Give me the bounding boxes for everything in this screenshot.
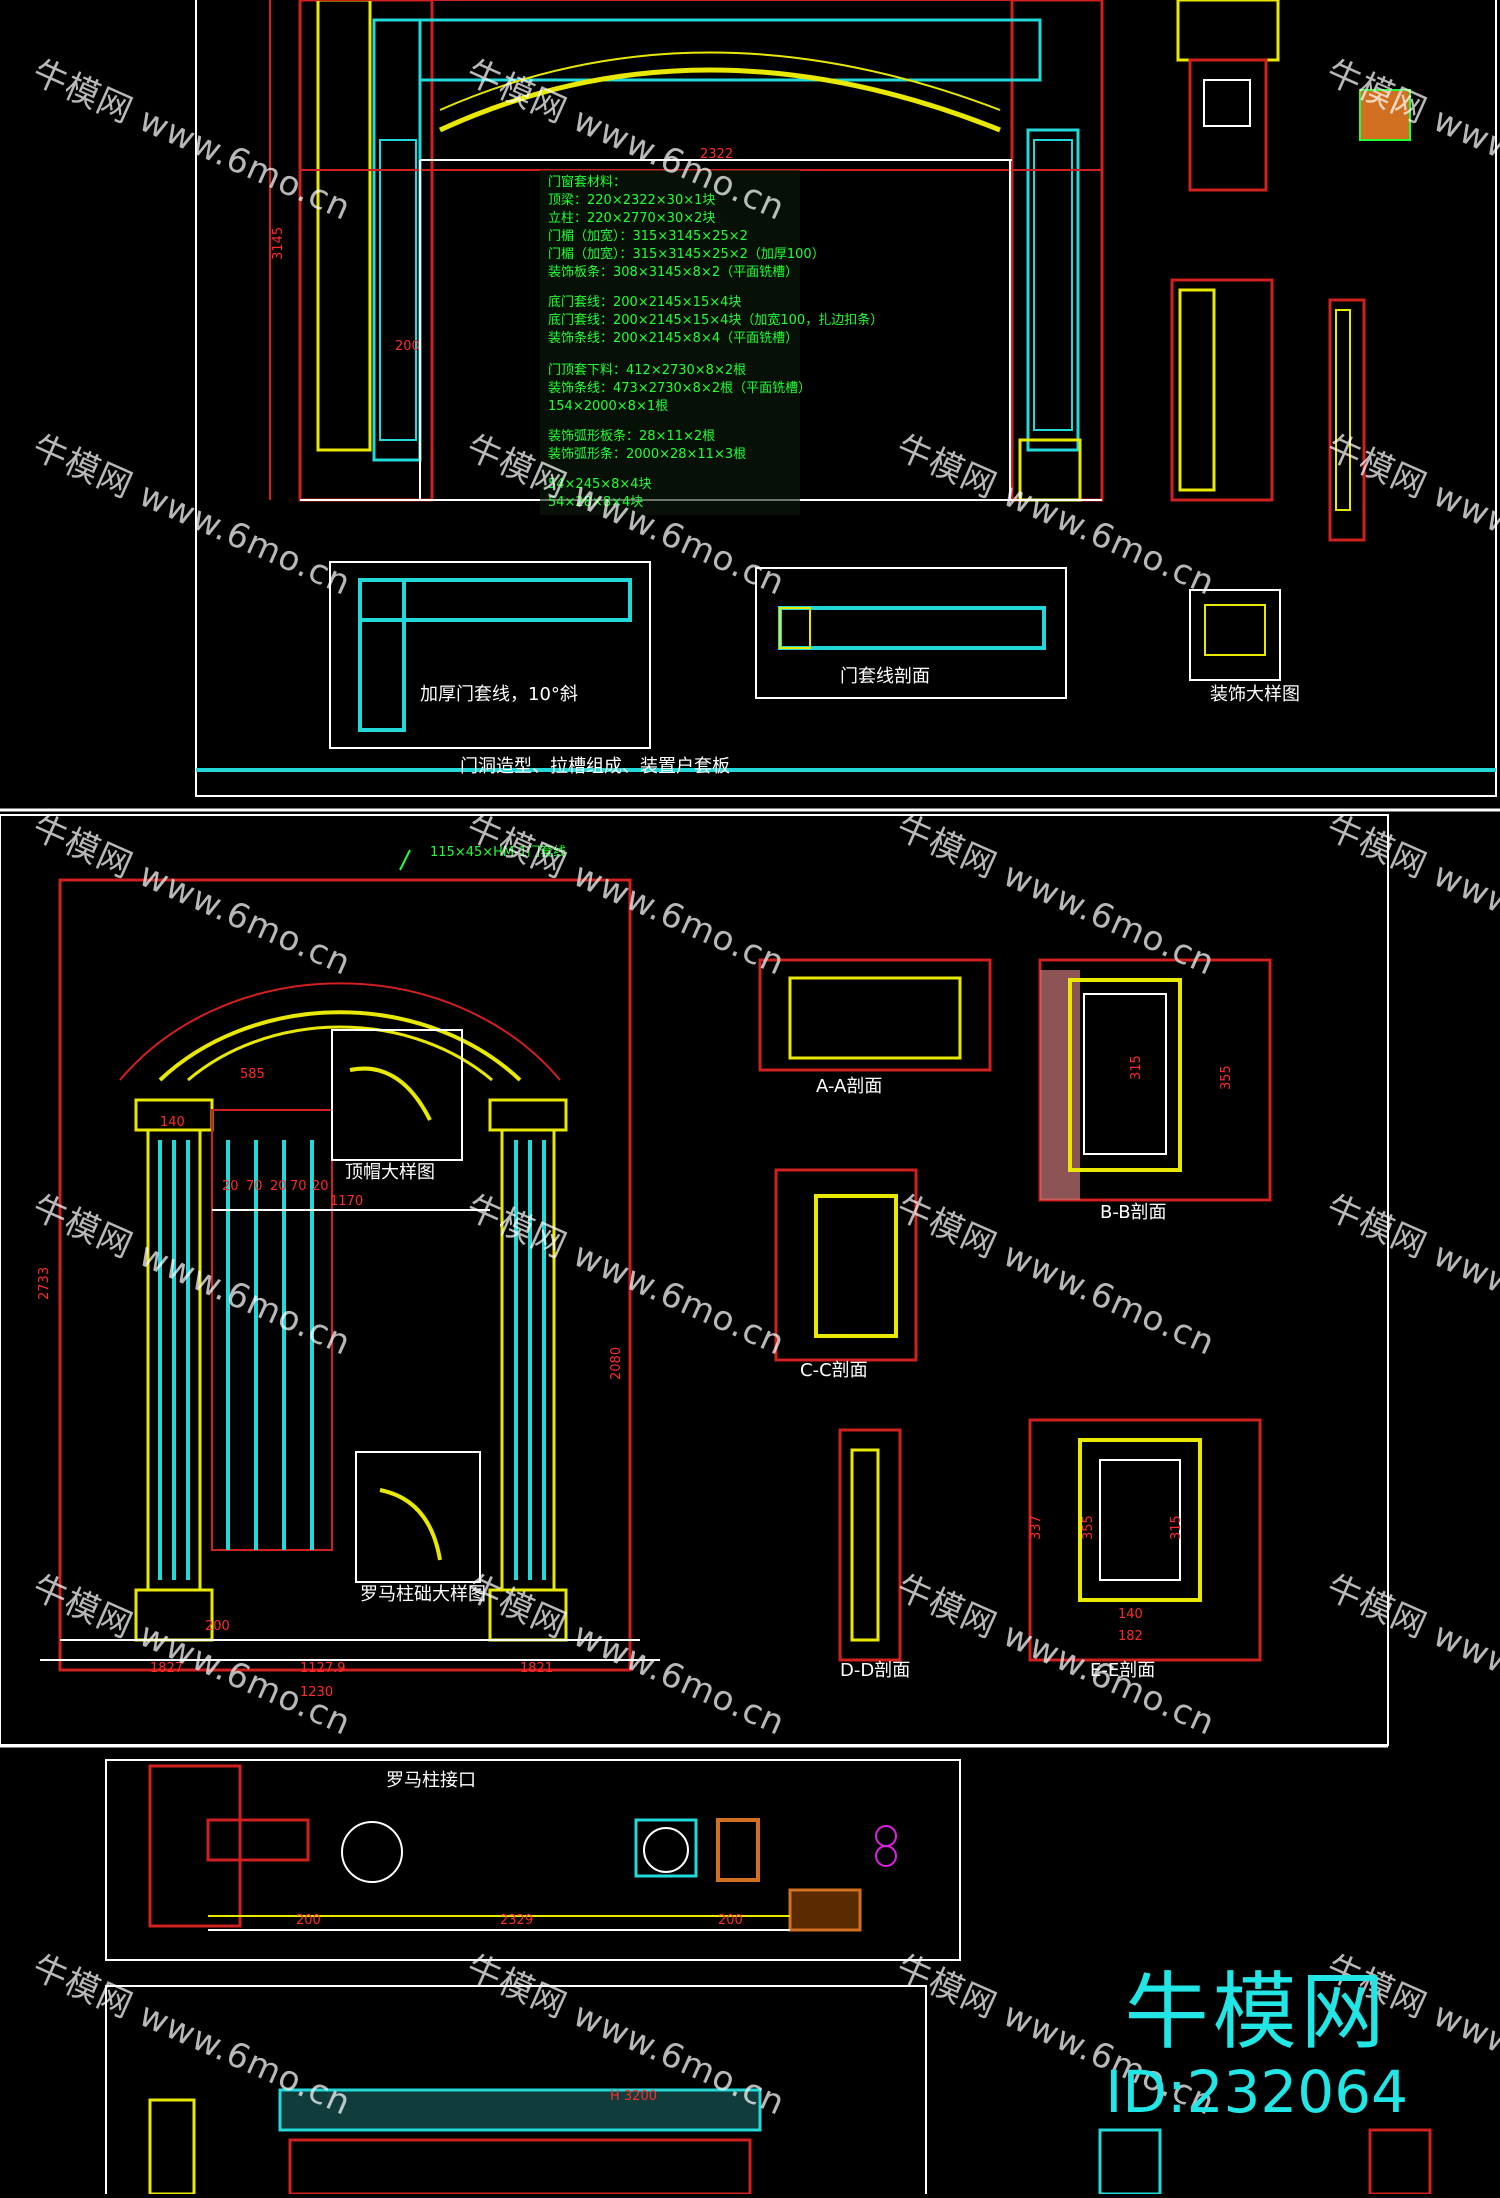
note-1-1: 顶梁：220×2322×30×1块 [548, 193, 715, 208]
dim-vertical-a: 315 [1129, 1055, 1144, 1080]
middle-sheet-border [0, 814, 1389, 1746]
small-caption: 装饰大样图 [1210, 684, 1300, 705]
dim-height-total: 2733 [37, 1267, 52, 1300]
dim-mid: 200 [395, 339, 420, 354]
dim-side-a: 1827 [150, 1661, 183, 1676]
caption-6: E-E剖面 [1090, 1660, 1155, 1681]
material-notes: 门窗套材料： 顶梁：220×2322×30×1块 立柱：220×2770×30×… [540, 170, 883, 515]
dim-height-right: 2080 [609, 1347, 624, 1380]
middle-sheet: 顶帽大样图 罗马柱础大样图 115×45×HM-1门套线 1230 1127.9… [0, 814, 1389, 1748]
top-sheet: 2322 3145 200 门窗套材料： 顶梁：220×2322×30×1块 立… [0, 0, 1500, 812]
caption-4: C-C剖面 [800, 1360, 868, 1381]
dim-side-a-lower: 200 [296, 1913, 321, 1928]
dim-flute-width: 1170 [330, 1194, 363, 1209]
note-3-1: 装饰条线：473×2730×8×2根（平面铣槽） [548, 380, 811, 396]
note-1-0: 门窗套材料： [548, 174, 626, 190]
dim-vertical-c: 337 [1029, 1515, 1044, 1540]
caption-1: 罗马柱础大样图 [360, 1584, 486, 1605]
brand-logo: 牛模网 ID:232064 [1105, 1964, 1408, 2124]
detail-caption: 加厚门套线，10°斜 [420, 684, 578, 705]
caption-3: B-B剖面 [1100, 1202, 1167, 1223]
dim-overall-width: 1230 [300, 1685, 333, 1700]
note-2-2: 装饰条线：200×2145×8×4（平面铣槽） [548, 330, 798, 346]
dim-pillar-base: 200 [205, 1619, 230, 1634]
caption-0: 顶帽大样图 [345, 1162, 435, 1183]
note-1-3: 门楣（加宽）：315×3145×25×2 [548, 228, 748, 244]
flute-seg-2: 20 [270, 1179, 287, 1194]
dim-top-width: 585 [240, 1067, 265, 1082]
dim-vertical-b: 355 [1219, 1065, 1234, 1090]
dim-side-b-lower: 200 [718, 1913, 743, 1928]
label-pillar: 罗马柱接口 [386, 1770, 476, 1791]
dim-left: 3145 [271, 227, 286, 260]
note-4-1: 装饰弧形条：2000×28×11×3根 [548, 446, 746, 462]
dim-base-a: 140 [1118, 1607, 1143, 1622]
top-right-details [1170, 0, 1411, 681]
title-label: 115×45×HM-1门套线 [430, 844, 566, 860]
dim-side-b: 1821 [520, 1661, 553, 1676]
dim-inner-width: 1127.9 [300, 1661, 346, 1676]
caption-2: A-A剖面 [816, 1076, 882, 1097]
detail-caption-2: 门套线剖面 [840, 666, 930, 687]
elevation-label: H 3200 [610, 2089, 657, 2104]
caption-5: D-D剖面 [840, 1660, 910, 1681]
bottom-title: 门洞造型、拉槽组成、装置户套板 [460, 756, 730, 777]
dim-width: 2322 [700, 147, 733, 162]
flute-seg-1: 70 [246, 1179, 263, 1194]
note-2-1: 底门套线：200×2145×15×4块（加宽100，扎边扣条） [548, 312, 883, 328]
brand-id: ID:232064 [1105, 2058, 1408, 2126]
note-3-0: 门顶套下料：412×2730×8×2根 [548, 362, 746, 378]
note-2-0: 底门套线：200×2145×15×4块 [548, 294, 741, 310]
flute-seg-4: 20 [312, 1179, 329, 1194]
dim-main: 2329 [500, 1913, 533, 1928]
note-1-2: 立柱：220×2770×30×2块 [548, 211, 715, 226]
brand-name: 牛模网 [1124, 1963, 1389, 2061]
note-5-1: 54×28×8×4块 [548, 495, 643, 510]
arch-door-elevation: 顶帽大样图 罗马柱础大样图 115×45×HM-1门套线 1230 1127.9… [37, 844, 660, 1700]
top-sheet-border [195, 0, 1497, 797]
note-1-5: 装饰板条：308×3145×8×2（平面铣槽） [548, 264, 798, 280]
dim-vertical-d: 355 [1081, 1515, 1096, 1540]
dim-vertical-e: 315 [1169, 1515, 1184, 1540]
note-3-2: 154×2000×8×1根 [548, 399, 668, 414]
flute-seg-3: 70 [290, 1179, 307, 1194]
dim-pillar-cap: 140 [160, 1115, 185, 1130]
flute-seg-0: 20 [222, 1179, 239, 1194]
note-5-0: 54×245×8×4块 [548, 477, 652, 492]
lower-plan-border [105, 1759, 961, 1961]
top-bottom-details: 加厚门套线，10°斜 门套线剖面 装饰大样图 门洞造型、拉槽组成、装置户套板 [329, 561, 1300, 777]
note-4-0: 装饰弧形板条：28×11×2根 [548, 428, 715, 444]
dim-base-b: 182 [1118, 1629, 1143, 1644]
middle-section-details: A-A剖面 315 355 B-B剖面 C-C剖面 D-D剖面 337 355 … [758, 958, 1272, 1681]
note-1-4: 门楣（加宽）：315×3145×25×2（加厚100） [548, 246, 825, 262]
